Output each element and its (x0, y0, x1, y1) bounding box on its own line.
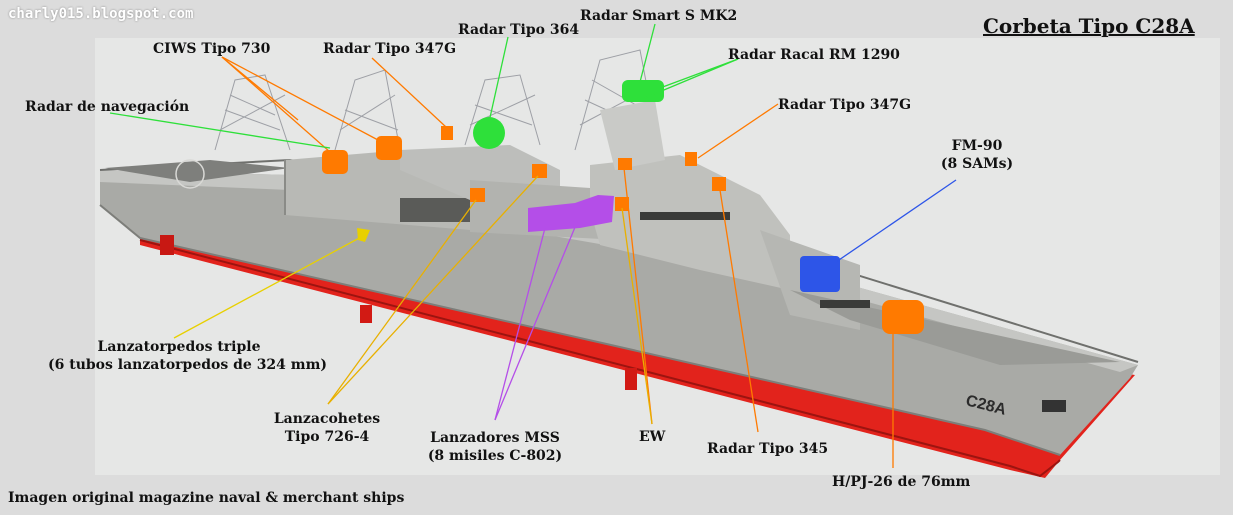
label-radar-smart-s: Radar Smart S MK2 (580, 8, 738, 24)
callout-lines (109, 23, 957, 468)
label-fm90-line2: (8 SAMs) (940, 156, 1014, 172)
label-ciws: CIWS Tipo 730 (153, 41, 271, 57)
gun-76mm-marker (882, 300, 924, 334)
mss-launchers-marker (528, 195, 614, 232)
label-mss: Lanzadores MSS (8 misiles C-802) (425, 429, 565, 465)
fm90-marker (800, 256, 840, 292)
label-torpedo-line1: Lanzatorpedos triple (97, 339, 261, 355)
ship: C28A (99, 49, 1139, 478)
label-torpedo: Lanzatorpedos triple (6 tubos lanzatorpe… (48, 338, 328, 374)
label-mss-line1: Lanzadores MSS (430, 430, 560, 446)
ew-marker-lower (615, 197, 629, 211)
diagram-title: Corbeta Tipo C28A (983, 14, 1195, 38)
forward-superstructure (590, 155, 790, 290)
label-radar-347g-left: Radar Tipo 347G (323, 41, 457, 57)
radar-347g-right-marker (685, 152, 697, 166)
label-fm90: FM-90 (8 SAMs) (925, 137, 1029, 173)
label-rocket-line2: Tipo 726-4 (284, 429, 370, 445)
rocket-launcher-fwd-marker (532, 164, 547, 178)
radar-347g-left-marker (441, 126, 453, 140)
watermark: charly015.blogspot.com (8, 6, 194, 22)
lattice-masts (214, 49, 661, 156)
label-radar-364: Radar Tipo 364 (458, 22, 580, 38)
torpedo-marker (357, 228, 370, 242)
radar-smart-s-marker (622, 80, 664, 102)
label-rocket: Lanzacohetes Tipo 726-4 (262, 410, 392, 446)
ciws-left-marker (322, 150, 348, 174)
label-fm90-line1: FM-90 (951, 138, 1003, 154)
label-mss-line2: (8 misiles C-802) (427, 448, 563, 464)
label-radar-347g-right: Radar Tipo 347G (778, 97, 912, 113)
label-radar-racal: Radar Racal RM 1290 (728, 47, 900, 63)
label-rocket-line1: Lanzacohetes (273, 411, 381, 427)
radar-345-marker (712, 177, 726, 191)
label-torpedo-line2: (6 tubos lanzatorpedos de 324 mm) (48, 357, 328, 373)
ciws-right-marker (376, 136, 402, 160)
equipment-markers (322, 80, 924, 334)
label-radar-nav: Radar de navegación (25, 99, 190, 115)
rocket-launcher-aft-marker (470, 188, 485, 202)
ew-marker (618, 158, 632, 170)
image-credit: Imagen original magazine naval & merchan… (8, 490, 405, 506)
label-gun: H/PJ-26 de 76mm (832, 474, 971, 490)
label-radar-345: Radar Tipo 345 (707, 441, 829, 457)
radar-364-marker (473, 117, 505, 149)
label-ew: EW (639, 429, 666, 445)
hull-grey (100, 170, 1138, 455)
helicopter-deck (105, 160, 290, 182)
